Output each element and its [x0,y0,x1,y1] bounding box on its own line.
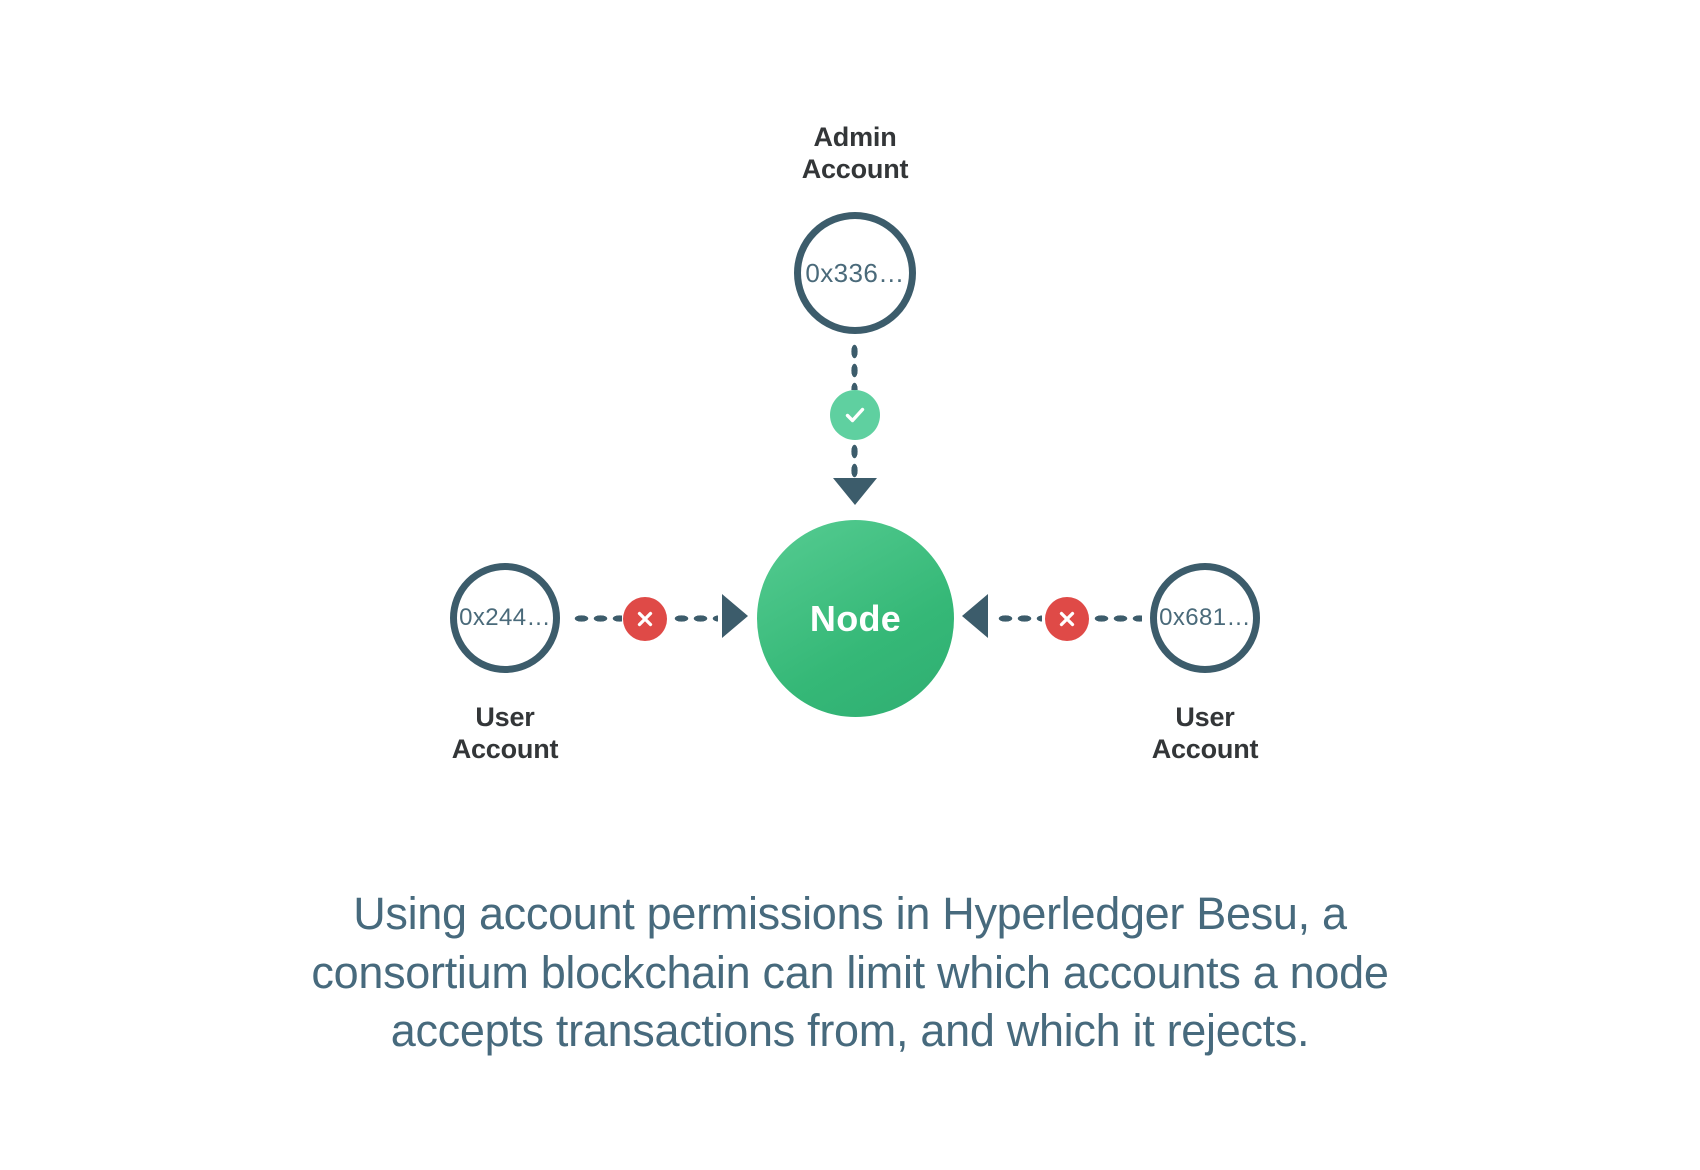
left-user-account-address: 0x244… [459,604,551,631]
left-connector-outer [672,614,718,623]
left-deny-badge [623,597,667,641]
left-connector-inner [572,614,622,623]
right-connector-inner [1092,614,1142,623]
admin-account-address: 0x336… [805,257,905,288]
check-icon [845,407,865,423]
allow-badge [830,390,880,440]
right-user-account-node[interactable]: 0x681… [1150,563,1260,673]
right-arrowhead-icon [962,594,988,638]
admin-account-label: Admin Account [801,122,909,184]
left-arrowhead-icon [722,594,748,638]
admin-connector-upper [850,342,859,390]
right-user-account-address: 0x681… [1159,604,1251,631]
blockchain-node[interactable]: Node [757,520,954,717]
admin-account-node[interactable]: 0x336… [794,212,916,334]
x-icon [637,611,653,627]
admin-connector-lower [850,442,859,488]
right-connector-outer [996,614,1042,623]
right-deny-badge [1045,597,1089,641]
left-user-account-label: User Account [451,702,559,764]
diagram-caption: Using account permissions in Hyperledger… [311,888,1389,1056]
admin-arrowhead-icon [833,478,877,505]
left-user-account-node[interactable]: 0x244… [450,563,560,673]
right-user-account-label: User Account [1151,702,1259,764]
x-icon [1059,611,1075,627]
account-permissions-diagram: Admin Account 0x336… Node 0x244… [450,122,1260,764]
node-label: Node [809,597,902,639]
